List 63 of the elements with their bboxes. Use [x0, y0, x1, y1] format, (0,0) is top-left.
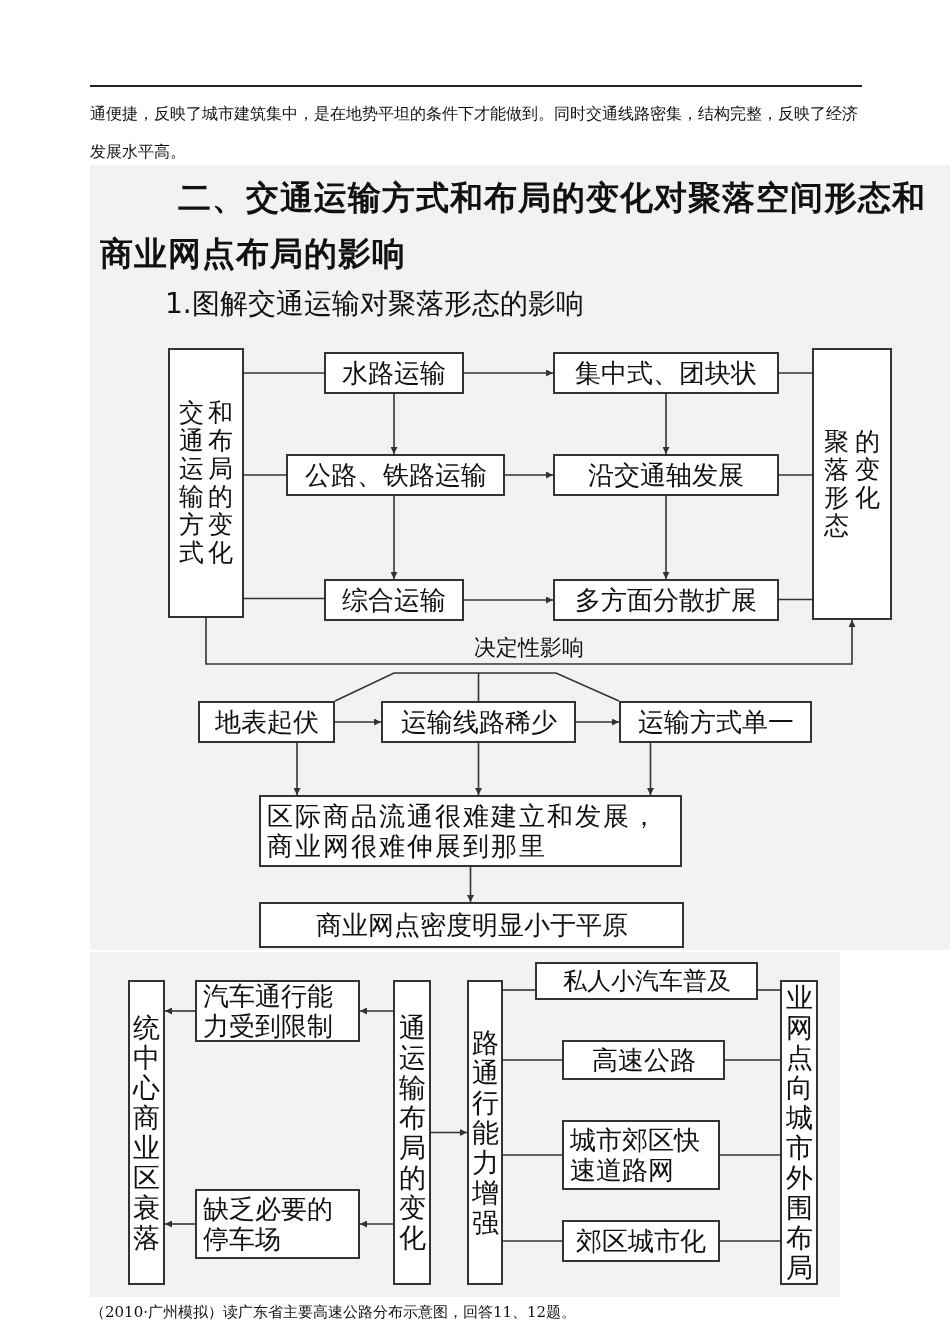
process-box: 集中式、团块状 — [553, 352, 779, 394]
arrow — [334, 718, 382, 726]
connector-line — [243, 474, 287, 476]
connector-line — [243, 597, 325, 600]
arrow — [662, 495, 670, 580]
process-box: 区际商品流通很难建立和发展，商业网很难伸展到那里 — [259, 795, 682, 867]
connector-line — [719, 1154, 781, 1156]
process-box: 公路、铁路运输 — [286, 454, 505, 496]
arrow — [475, 742, 482, 796]
connector-line — [477, 672, 480, 702]
arrow — [504, 471, 554, 479]
connector-line — [502, 1154, 563, 1156]
process-box: 多方面分散扩展 — [553, 579, 779, 621]
process-box: 商业网点密度明显小于平原 — [259, 902, 684, 948]
connector-line — [502, 989, 536, 991]
connector-line — [724, 1059, 781, 1061]
connector-line — [778, 598, 813, 601]
arrow — [164, 1220, 196, 1228]
arrow — [390, 495, 398, 580]
process-box: 郊区城市化 — [562, 1220, 720, 1262]
connector-line — [502, 1059, 563, 1061]
connector-line — [778, 474, 813, 476]
process-box: 统中心商业区衰落 — [128, 980, 165, 1285]
arrow — [575, 718, 620, 726]
process-box: 路通行能力增强 — [467, 980, 503, 1285]
footnote: （2010·广州模拟）读广东省主要高速公路分布示意图，回答11、12题。 — [90, 1302, 578, 1323]
process-box: 高速公路 — [562, 1040, 725, 1080]
connector-line — [477, 672, 620, 702]
process-box: 交通运输方式 和布局的变化 — [168, 348, 244, 618]
connector-line — [243, 372, 325, 374]
arrow — [293, 742, 301, 796]
process-box: 通运输布局的变化 — [393, 980, 431, 1285]
process-box: 缺乏必要的停车场 — [195, 1189, 360, 1259]
arrow — [647, 742, 654, 796]
process-box: 汽车通行能力受到限制 — [195, 980, 360, 1042]
process-box: 沿交通轴发展 — [553, 454, 779, 496]
connector-line — [719, 1240, 781, 1242]
process-box: 地表起伏 — [198, 701, 335, 743]
arrow — [359, 1220, 394, 1228]
process-box: 水路运输 — [324, 352, 464, 394]
arrow — [662, 393, 670, 455]
arrow — [359, 1007, 394, 1015]
heading: 二、交通运输方式和布局的变化对聚落空间形态和商业网点布局的影响 — [100, 177, 927, 275]
arrow — [164, 1007, 196, 1015]
connector-line — [334, 672, 479, 702]
process-box: 运输方式单一 — [619, 701, 812, 743]
process-box: 聚落形态的变化 — [812, 348, 892, 620]
process-box: 综合运输 — [324, 579, 464, 621]
process-box: 业网点向城市外围布局 — [780, 980, 818, 1285]
arrow — [467, 866, 474, 903]
arrow — [463, 369, 554, 377]
process-box: 私人小汽车普及 — [535, 962, 758, 1000]
arrow — [430, 1129, 468, 1136]
process-box: 城市郊区快速道路网 — [562, 1120, 720, 1190]
subheading: 1.图解交通运输对聚落形态的影响 — [165, 286, 585, 322]
paragraph: 通便捷，反映了城市建筑集中，是在地势平坦的条件下才能做到。同时交通线路密集，结构完整，反映了经济发展水平高。 — [90, 103, 859, 163]
connector-line — [757, 989, 781, 991]
process-box: 运输线路稀少 — [381, 701, 576, 743]
connector-line — [502, 1240, 563, 1242]
arrow — [463, 596, 554, 604]
connector-line — [778, 372, 813, 374]
arrow — [205, 617, 856, 665]
arrow — [390, 393, 398, 455]
